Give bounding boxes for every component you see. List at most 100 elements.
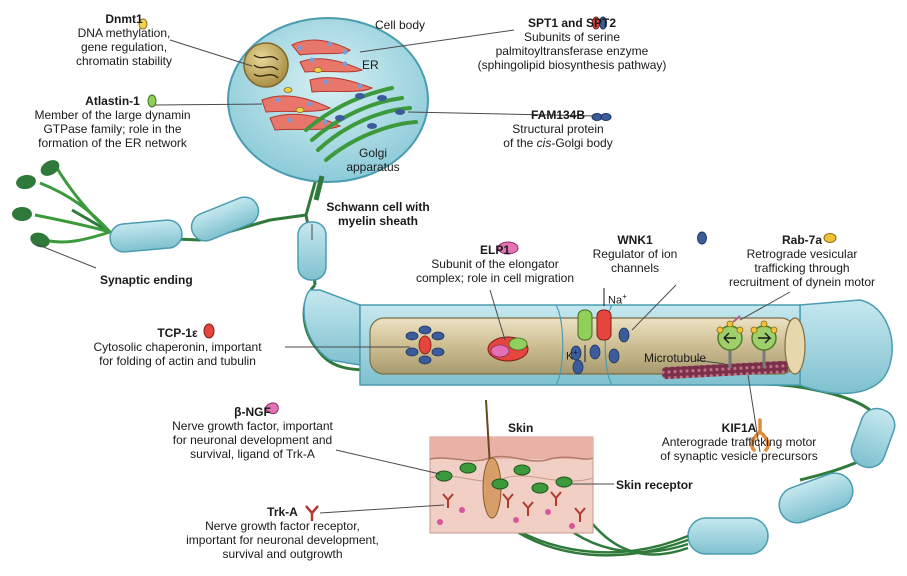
spt-label: SPT1 and SPT2 Subunits of serine palmito… [438,16,706,72]
er-label: ER [362,58,379,72]
ngf-label: β-NGF Nerve growth factor, important for… [140,405,365,461]
skin-label: Skin [508,421,534,435]
fam134b-line2: of the cis-Golgi body [478,136,638,150]
wnk1-name: WNK1 [617,233,653,247]
dnmt1-line: gene regulation, [80,40,168,54]
spt-line: Subunits of serine [523,30,621,44]
trka-label: Trk-A Nerve growth factor receptor, impo… [160,505,405,561]
elp1-line: Subunit of the elongator [431,257,559,271]
microtubule-label: Microtubule [644,351,707,365]
motor-proteins [716,315,778,368]
k-sup: + [573,348,579,357]
nucleus [243,42,289,88]
rab7a-name: Rab-7a [781,233,822,247]
kif1a-name: KIF1A [721,421,757,435]
trka-line: survival and outgrowth [222,547,343,561]
atlastin-line: formation of the ER network [38,136,187,150]
dnmt1-line: chromatin stability [75,54,173,68]
trka-icon [305,505,319,521]
schwann-cells-nerve [687,407,896,555]
atlastin-label: Atlastin-1 Member of the large dynamin G… [10,94,215,150]
kif1a-line: of synaptic vesicle precursors [660,449,818,463]
elp1-name: ELP1 [479,243,510,257]
ngf-line: for neuronal development and [172,433,333,447]
rab7a-line: trafficking through [754,261,850,275]
rab7a-label: Rab-7a Retrograde vesicular trafficking … [710,233,894,289]
wnk1-line: Regulator of ion [592,247,678,261]
fam134b-icon [591,113,612,121]
k-label: K+ [566,346,578,364]
ngf-line: survival, ligand of Trk-A [190,447,315,461]
spt-icon [592,16,607,30]
spt-line: palmitoyltransferase enzyme [495,44,649,58]
schwann-line1: Schwann cell with [326,200,430,214]
golgi-label: Golgi apparatus [342,146,404,174]
elp1-label: ELP1 Subunit of the elongator complex; r… [405,243,585,285]
ngf-name: β-NGF [234,405,271,419]
trka-name: Trk-A [267,505,298,519]
atlastin-line: Member of the large dynamin [34,108,191,122]
cell-body [227,17,429,201]
tcp1-icon [203,323,215,339]
golgi-vesicles [335,93,405,129]
trka-line: important for neuronal development, [186,533,379,547]
rab7a-icon [823,233,837,243]
na-label: Na+ [608,290,627,308]
fam134b-line2-italic: cis [536,136,552,150]
tcp1-line: for folding of actin and tubulin [99,354,256,368]
dnmt1-name: Dnmt1 [105,12,143,26]
synaptic-ending-label: Synaptic ending [100,273,193,287]
skin-receptor-label: Skin receptor [616,478,693,492]
synaptic-ending-graphic [12,160,112,248]
na-base: Na [608,294,623,307]
skin-graphic [429,399,594,534]
elp1-icon [497,241,519,255]
dnmt1-icon [138,18,148,30]
ribosome-dots [275,41,363,125]
na-sup: + [622,292,627,301]
atlastin-icon [147,94,157,108]
er-yellow-markers [283,67,323,113]
kif1a-line: Anterograde trafficking motor [661,435,817,449]
tcp1-label: TCP-1ε Cytosolic chaperonin, important f… [70,326,285,368]
er-graphic [261,39,374,131]
ngf-icon [264,402,279,415]
wnk1-label: WNK1 Regulator of ion channels [580,233,690,275]
dnmt1-label: Dnmt1 DNA methylation, gene regulation, … [34,12,214,68]
microtubule-track [661,360,789,380]
rab7a-line: recruitment of dynein motor [728,275,876,289]
cell-body-title: Cell body [374,18,426,32]
tcp1-name: TCP-1ε [157,326,198,340]
kif1a-label: KIF1A Anterograde trafficking motor of s… [624,421,854,463]
trka-line: Nerve growth factor receptor, [205,519,360,533]
spt-line: (sphingolipid biosynthesis pathway) [477,58,667,72]
elp1-complex [487,336,529,362]
fam134b-line2-post: -Golgi body [551,136,613,150]
dnmt1-line: DNA methylation, [77,26,171,40]
atlastin-name: Atlastin-1 [85,94,140,108]
fam134b-line2-pre: of the [503,136,537,150]
golgi-line2: apparatus [346,160,400,174]
spt-name: SPT1 and SPT2 [527,16,617,30]
tcp1-cluster [405,325,445,365]
fam134b-label: FAM134B Structural protein of the cis-Go… [478,108,638,150]
leader-lines [35,29,791,514]
golgi-line1: Golgi [358,146,387,160]
ngf-line: Nerve growth factor, important [172,419,333,433]
k-base: K [566,350,574,363]
rab7a-line: Retrograde vesicular [746,247,858,261]
fam134b-name: FAM134B [530,108,586,122]
schwann-label: Schwann cell with myelin sheath [318,200,438,228]
wnk1-icon [697,231,707,245]
kif1a-icon [750,418,770,452]
schwann-cells-dendrite [109,196,327,281]
tcp1-line: Cytosolic chaperonin, important [93,340,262,354]
wnk1-proteins [570,327,630,375]
wnk1-line: channels [610,261,660,275]
ion-channels [577,288,612,362]
fam134b-line1: Structural protein [512,122,604,136]
schwann-line2: myelin sheath [337,214,419,228]
elp1-line: complex; role in cell migration [415,271,575,285]
atlastin-line: GTPase family; role in the [43,122,182,136]
